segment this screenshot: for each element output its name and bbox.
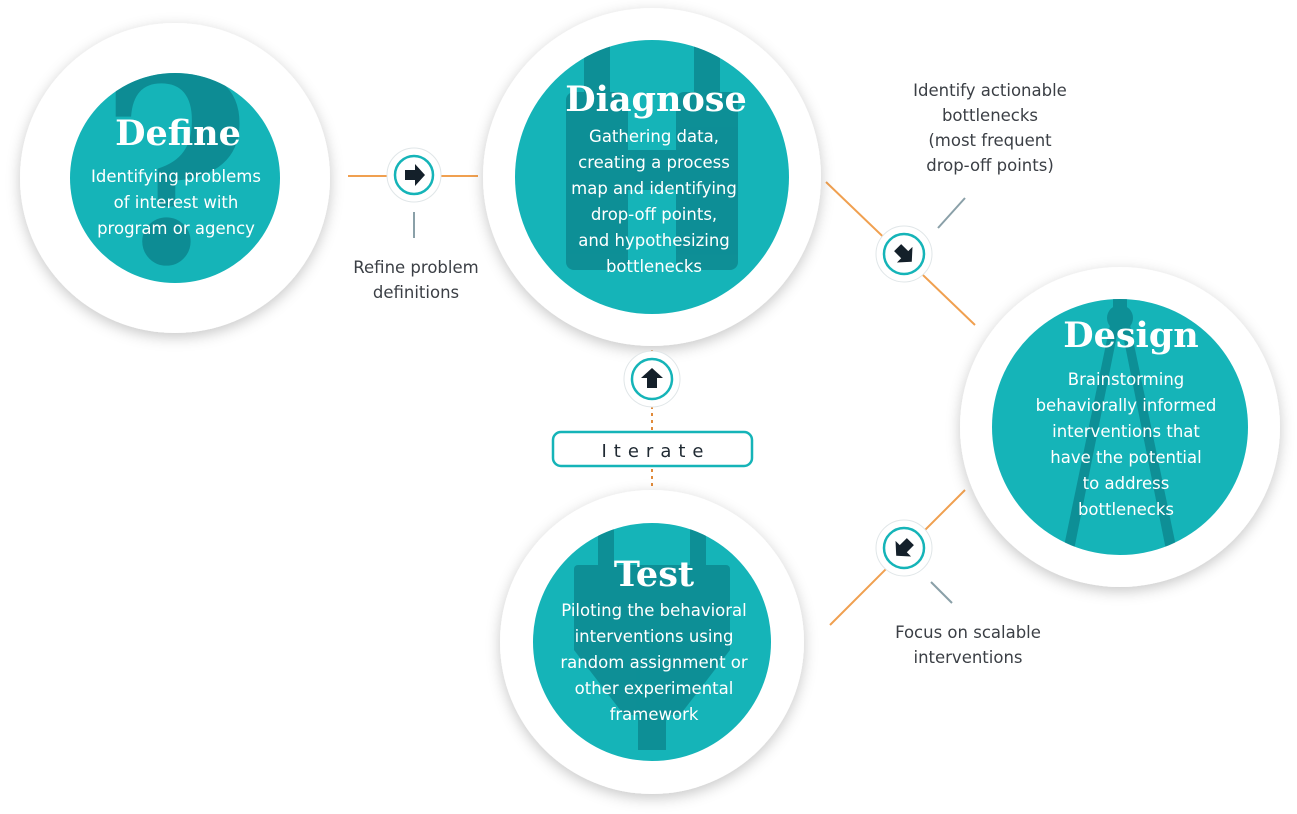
iterate-pill xyxy=(551,430,754,468)
stage-design: Design Brainstorming behaviorally inform… xyxy=(960,267,1280,587)
note-actionable-line-2: bottlenecks xyxy=(942,106,1038,125)
stage-diagnose: Diagnose Gathering data, creating a proc… xyxy=(483,8,821,346)
stage-test-line-3: random assignment or xyxy=(560,653,748,672)
stage-design-title: Design xyxy=(1063,315,1199,356)
iterate-text: Iterate xyxy=(601,441,710,462)
stage-define: ? Define Identifying problems of interes… xyxy=(20,19,330,333)
stage-design-line-5: to address xyxy=(1083,474,1170,493)
stage-diagnose-line-1: Gathering data, xyxy=(589,127,719,146)
arrow-badge-right xyxy=(386,147,442,203)
stage-diagnose-line-3: map and identifying xyxy=(571,179,737,198)
stage-define-title: Define xyxy=(115,113,241,154)
note-scalable: Focus on scalable interventions xyxy=(895,623,1041,667)
stage-diagnose-line-6: bottlenecks xyxy=(606,257,702,276)
stage-diagnose-line-4: drop-off points, xyxy=(591,205,717,224)
stage-test-line-4: other experimental xyxy=(575,679,734,698)
iterate-label: Iterate xyxy=(551,430,754,468)
stage-diagnose-title: Diagnose xyxy=(565,79,747,120)
note-actionable-line-3: (most frequent xyxy=(928,131,1052,150)
stage-test: Test Piloting the behavioral interventio… xyxy=(500,490,804,794)
note-scalable-line-1: Focus on scalable xyxy=(895,623,1041,642)
stage-define-line-2: of interest with xyxy=(114,193,239,212)
note-actionable-line-4: drop-off points) xyxy=(926,156,1054,175)
stage-test-line-5: framework xyxy=(610,705,699,724)
stage-design-line-4: have the potential xyxy=(1050,448,1201,467)
svg-text:?: ? xyxy=(99,19,251,324)
compass-icon xyxy=(1062,299,1178,555)
stage-diagnose-line-5: and hypothesizing xyxy=(578,231,730,250)
stage-design-line-6: bottlenecks xyxy=(1078,500,1174,519)
stage-define-disc xyxy=(70,73,280,283)
note-refine: Refine problem definitions xyxy=(353,258,478,302)
note-refine-line-1: Refine problem xyxy=(353,258,478,277)
note-scalable-line-2: interventions xyxy=(913,648,1022,667)
arrow-right-icon xyxy=(405,164,425,186)
stage-design-line-1: Brainstorming xyxy=(1068,370,1185,389)
stage-design-line-2: behaviorally informed xyxy=(1036,396,1217,415)
stage-design-line-3: interventions that xyxy=(1052,422,1200,441)
note-actionable-line-1: Identify actionable xyxy=(913,81,1067,100)
stage-define-line-1: Identifying problems xyxy=(91,167,261,186)
stage-define-line-3: program or agency xyxy=(97,219,255,238)
arrow-badge-down-left xyxy=(875,519,933,577)
arrow-up-icon xyxy=(641,368,663,388)
note-refine-line-2: definitions xyxy=(373,283,459,302)
stage-test-line-2: interventions using xyxy=(575,627,734,646)
stage-test-title: Test xyxy=(614,554,694,595)
arrow-badge-up xyxy=(623,350,681,408)
arrow-badge-down-right xyxy=(875,225,933,283)
stage-diagnose-line-2: creating a process xyxy=(578,153,730,172)
note-actionable: Identify actionable bottlenecks (most fr… xyxy=(913,81,1067,175)
arrow-down-right-icon xyxy=(894,244,913,263)
arrow-down-left-icon xyxy=(895,538,914,557)
question-mark-icon: ? xyxy=(99,19,251,324)
stage-test-line-1: Piloting the behavioral xyxy=(561,601,747,620)
stage-design-disc xyxy=(992,299,1248,555)
leader-lines xyxy=(413,197,966,604)
